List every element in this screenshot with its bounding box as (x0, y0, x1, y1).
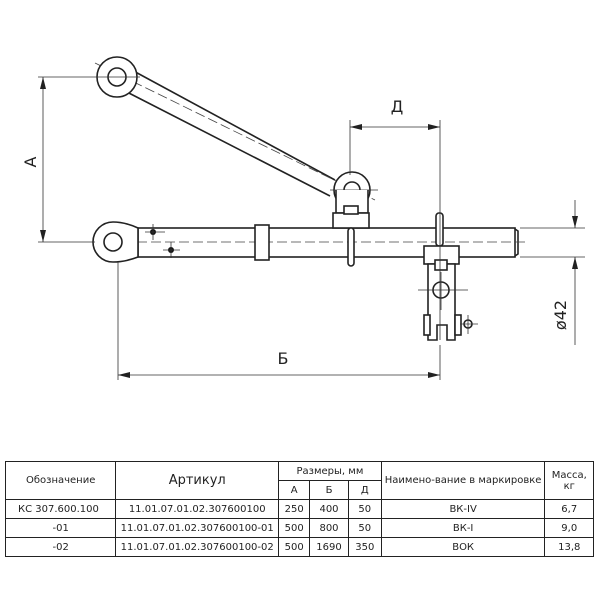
cell-designation: КС 307.600.100 (4, 499, 117, 519)
header-article: Артикул (115, 461, 280, 500)
dimension-diameter-label: ø42 (551, 300, 570, 330)
cell-b: 400 (309, 499, 349, 519)
cell-d: 50 (347, 518, 382, 538)
cell-article: 11.01.07.01.02.307600100-02 (115, 537, 280, 557)
table-row: КС 307.600.100 11.01.07.01.02.307600100 … (4, 499, 594, 519)
assembly-drawing: А Д Б ø42 (21, 56, 585, 380)
specification-table: Обозначение Артикул Размеры, мм Наимено-… (4, 461, 594, 557)
header-mass-label: Масса, (551, 469, 587, 481)
lever-arm (94, 56, 378, 209)
cell-a: 500 (278, 537, 311, 557)
header-d: Д (347, 480, 382, 500)
cell-a: 500 (278, 518, 311, 538)
dimension-d-label: Д (391, 97, 404, 116)
cell-mass: 13,8 (544, 537, 594, 557)
main-rod (92, 221, 525, 263)
cell-b: 800 (309, 518, 349, 538)
cell-a: 250 (278, 499, 311, 519)
header-marking: Наимено-вание в маркировке (380, 461, 546, 500)
cell-article: 11.01.07.01.02.307600100-01 (115, 518, 280, 538)
header-designation: Обозначение (4, 461, 117, 500)
cell-designation: -01 (4, 518, 117, 538)
dimension-b-label: Б (278, 349, 289, 368)
dimension-lines: А Д Б ø42 (21, 76, 585, 380)
table-row: -02 11.01.07.01.02.307600100-02 500 1690… (4, 537, 594, 557)
cell-d: 50 (347, 499, 382, 519)
table-row: -01 11.01.07.01.02.307600100-01 500 800 … (4, 518, 594, 538)
header-mass: Масса,кг (544, 461, 594, 500)
cell-designation: -02 (4, 537, 117, 557)
lower-clamp (418, 212, 478, 341)
header-mass-unit: кг (563, 480, 575, 492)
cell-mass: 9,0 (544, 518, 594, 538)
cell-marking: ВК-IV (380, 499, 546, 519)
cell-d: 350 (347, 537, 382, 557)
header-dimensions: Размеры, мм (278, 461, 382, 481)
cell-marking: ВОК (380, 537, 546, 557)
upper-clamp (332, 190, 370, 267)
header-a: А (278, 480, 311, 500)
cell-article: 11.01.07.01.02.307600100 (115, 499, 280, 519)
cell-b: 1690 (309, 537, 349, 557)
cell-mass: 6,7 (544, 499, 594, 519)
header-b: Б (309, 480, 349, 500)
dimension-a-label: А (21, 156, 40, 167)
cell-marking: ВК-I (380, 518, 546, 538)
